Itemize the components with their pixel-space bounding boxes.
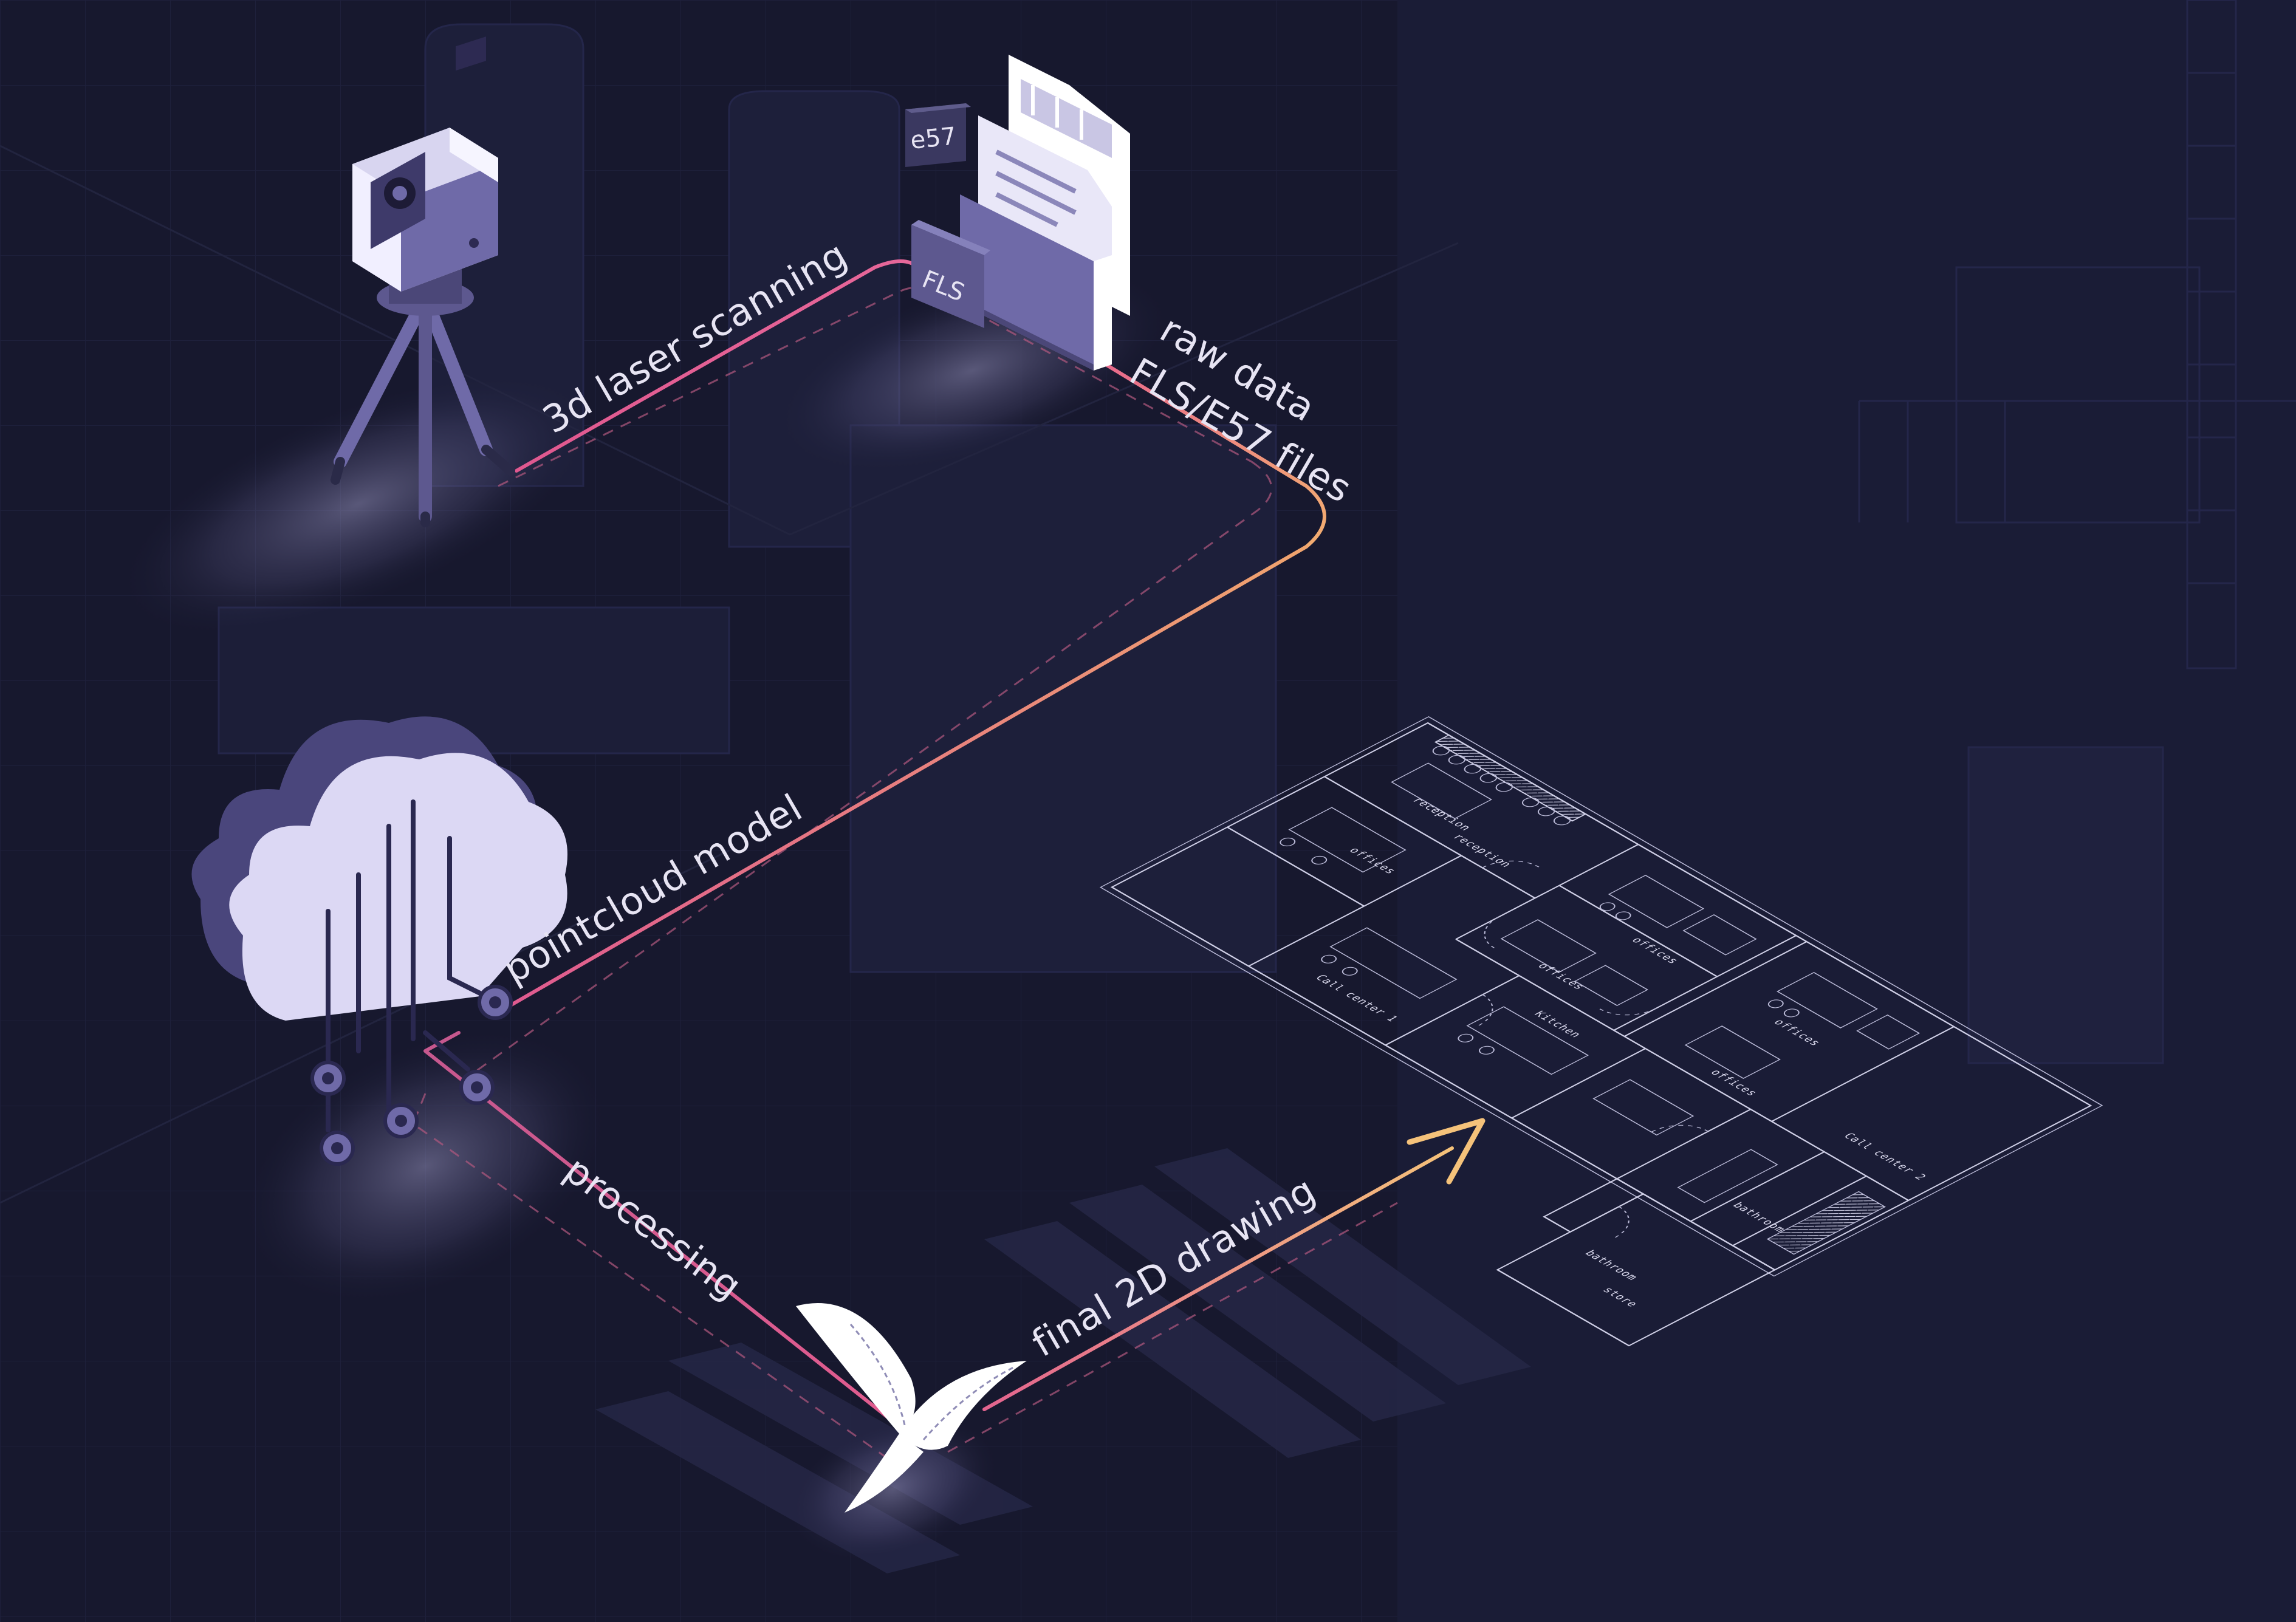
file-folder-icon: FLS e57 [905,55,1130,371]
spotlight-cloud [241,1028,609,1304]
e57-tag: e57 [909,122,958,155]
bird-logo-icon [796,1303,1027,1513]
cloud-icon [191,716,568,1166]
spotlight-bird [787,1415,999,1562]
path-shadow-dashes [412,286,1398,1459]
floorplan-outline [1110,722,2092,1271]
arrow-head [1407,1118,1486,1185]
laser-scanner-icon [331,36,515,527]
